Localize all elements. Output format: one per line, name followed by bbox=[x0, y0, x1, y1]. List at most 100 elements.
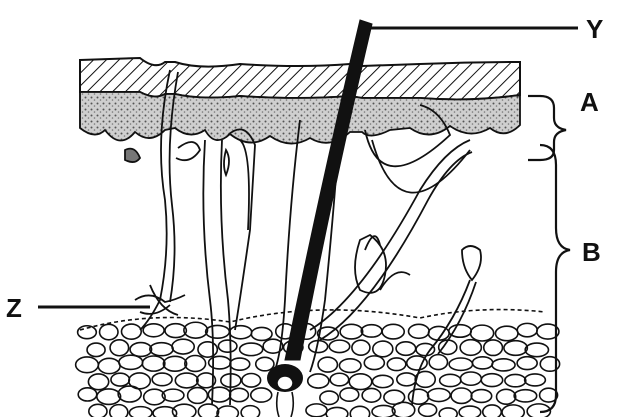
fat-cell bbox=[517, 323, 537, 336]
fat-cell bbox=[459, 406, 481, 417]
fat-cell bbox=[409, 324, 430, 338]
fat-cell bbox=[525, 343, 548, 357]
fat-cell bbox=[352, 340, 370, 355]
label-a: A bbox=[580, 87, 599, 117]
fat-cell bbox=[326, 407, 348, 417]
fat-cell bbox=[350, 406, 369, 417]
fat-cell bbox=[495, 326, 517, 341]
fat-cell bbox=[256, 357, 274, 371]
fat-cell bbox=[484, 340, 503, 356]
fat-cell bbox=[329, 340, 349, 352]
fat-cell bbox=[185, 355, 206, 371]
fat-cell bbox=[98, 358, 120, 373]
fat-cell bbox=[362, 388, 381, 402]
fat-cell bbox=[373, 341, 393, 357]
fat-cell bbox=[78, 388, 97, 401]
fat-cell bbox=[111, 373, 130, 386]
fat-cell bbox=[230, 358, 250, 370]
fat-cell bbox=[209, 356, 231, 369]
fat-cell bbox=[129, 407, 152, 417]
fat-cell bbox=[339, 359, 361, 373]
fat-cell bbox=[382, 324, 404, 339]
fat-cell bbox=[340, 388, 359, 401]
fat-cell bbox=[89, 404, 107, 417]
fat-cell bbox=[242, 373, 261, 387]
fat-cell bbox=[88, 374, 108, 390]
fat-cell bbox=[198, 404, 218, 417]
fat-cell bbox=[218, 340, 236, 352]
fat-cell bbox=[251, 327, 272, 340]
fat-cell bbox=[419, 404, 437, 417]
fat-cell bbox=[230, 388, 249, 401]
fat-cell bbox=[206, 325, 230, 338]
fat-cell bbox=[320, 391, 339, 404]
fat-cell bbox=[118, 386, 141, 402]
fat-cell bbox=[240, 343, 263, 356]
fat-cell bbox=[387, 358, 406, 371]
fat-cell bbox=[150, 343, 173, 356]
fat-cell bbox=[364, 356, 384, 370]
brace-b bbox=[540, 145, 570, 412]
epidermis-layer bbox=[80, 58, 520, 144]
fat-cell bbox=[483, 405, 502, 417]
fat-cell bbox=[122, 324, 142, 339]
fat-cell bbox=[306, 404, 327, 417]
fat-cell bbox=[230, 326, 252, 339]
fat-cell bbox=[119, 355, 143, 369]
fat-cell bbox=[497, 389, 516, 404]
fat-cell bbox=[505, 374, 526, 386]
fat-cell bbox=[481, 374, 502, 387]
fat-cell bbox=[471, 390, 492, 403]
fat-cell bbox=[152, 373, 172, 386]
fat-cell bbox=[340, 324, 363, 339]
fat-cell bbox=[460, 340, 481, 356]
fat-cell bbox=[492, 359, 515, 371]
fat-cell bbox=[471, 325, 494, 341]
fat-cell bbox=[76, 357, 99, 373]
fat-cell bbox=[517, 357, 537, 370]
fat-cell bbox=[143, 324, 164, 337]
fat-cell bbox=[428, 388, 451, 401]
fat-cell bbox=[175, 373, 198, 388]
fat-cell bbox=[449, 358, 472, 370]
fat-cell bbox=[318, 357, 337, 372]
fat-cell bbox=[514, 390, 537, 402]
fat-cell bbox=[440, 374, 461, 386]
fat-cell bbox=[525, 374, 546, 386]
fat-cell bbox=[349, 374, 372, 390]
fat-cell bbox=[142, 356, 165, 371]
fat-cell bbox=[372, 375, 393, 387]
fat-cell bbox=[110, 405, 128, 417]
fat-cell bbox=[251, 388, 272, 402]
fat-cell bbox=[397, 373, 416, 386]
fat-cell bbox=[396, 342, 416, 355]
fat-cell bbox=[361, 325, 382, 337]
fat-cell bbox=[502, 405, 524, 417]
fat-cell bbox=[308, 374, 329, 388]
fat-cell bbox=[429, 355, 447, 370]
fat-cell bbox=[460, 372, 481, 385]
fat-cell bbox=[416, 343, 434, 355]
fat-cell bbox=[472, 357, 492, 369]
fat-cell bbox=[97, 389, 121, 404]
fat-cell bbox=[198, 342, 217, 357]
fat-cell bbox=[330, 373, 349, 386]
brace-a bbox=[528, 96, 566, 160]
fat-cell bbox=[172, 339, 194, 354]
fat-cell bbox=[110, 340, 129, 356]
fat-cell bbox=[188, 388, 208, 404]
label-b: B bbox=[582, 237, 601, 267]
fat-cell bbox=[130, 343, 152, 357]
fat-cell bbox=[439, 408, 457, 417]
fat-cell bbox=[87, 343, 105, 356]
label-y: Y bbox=[586, 14, 603, 44]
fat-cell bbox=[451, 388, 472, 403]
fat-cell bbox=[163, 356, 186, 371]
label-z: Z bbox=[6, 293, 22, 323]
fat-cell bbox=[241, 406, 260, 417]
fat-cell bbox=[217, 406, 238, 417]
fat-cell bbox=[504, 341, 527, 356]
fat-cell bbox=[184, 322, 208, 338]
